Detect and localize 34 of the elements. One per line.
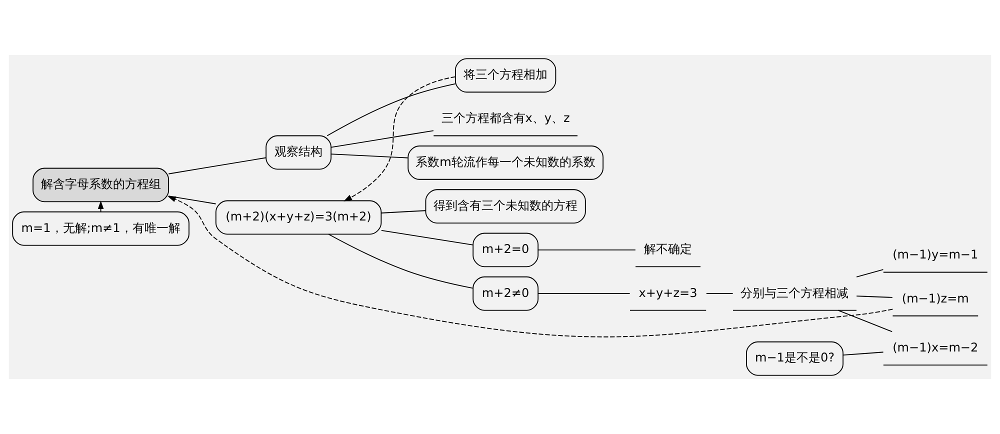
connector	[706, 293, 734, 294]
node-box: 系数m轮流作每一个未知数的系数	[408, 146, 604, 180]
connector	[380, 230, 474, 246]
node-box: 解含字母系数的方程组	[32, 168, 170, 202]
connector	[330, 130, 434, 148]
arrow	[168, 196, 894, 338]
node-text: (m−1)z=m	[902, 291, 969, 306]
node-box: m+2≠0	[472, 276, 539, 311]
connector	[326, 83, 456, 136]
connector	[856, 269, 884, 278]
connector	[380, 210, 426, 214]
node-text: (m−1)x=m−2	[892, 340, 978, 355]
node-box: 将三个方程相加	[454, 58, 556, 93]
node-box: m=1，无解;m≠1，有唯一解	[12, 211, 190, 246]
connector	[330, 154, 408, 158]
node-text: x+y+z=3	[638, 286, 698, 300]
arrow	[344, 76, 456, 202]
node-box: 观察结构	[266, 135, 332, 170]
connector	[842, 352, 884, 356]
node-text: 三个方程都含有x、y、z	[441, 111, 570, 126]
connector	[838, 310, 893, 332]
arrow	[98, 200, 104, 212]
node-box: m+2=0	[472, 232, 539, 268]
node-text: 分别与三个方程相减	[740, 286, 849, 300]
node-box: m−1是不是0?	[746, 341, 844, 376]
connector	[168, 196, 216, 204]
connector	[168, 157, 266, 174]
connector	[538, 293, 630, 294]
node-text: (m−1)y=m−1	[892, 248, 978, 262]
connector	[328, 234, 474, 289]
connector	[856, 296, 893, 298]
node-box: (m+2)(x+y+z)=3(m+2)	[215, 200, 382, 235]
node-box: 得到含有三个未知数的方程	[425, 189, 586, 224]
node-text: 解不确定	[644, 242, 692, 256]
